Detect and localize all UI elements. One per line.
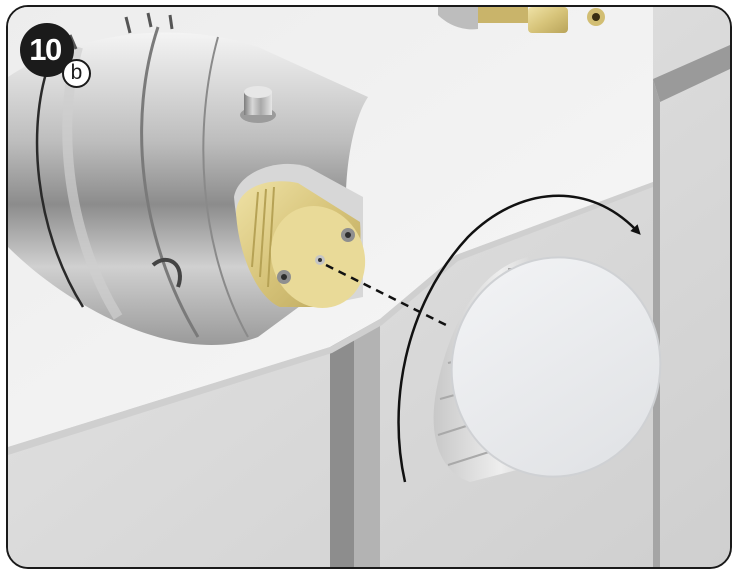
wall-gap-right-vertical [653, 79, 660, 567]
body-side-mark [151, 257, 182, 288]
body-pin-top [244, 86, 272, 98]
wall-gap-right [653, 45, 730, 102]
panel-edge [8, 182, 653, 455]
top-fitting-nut [528, 7, 568, 33]
knob-face-rim [450, 256, 662, 478]
top-fitting-chrome [438, 7, 478, 30]
wall-channel-light [354, 319, 380, 567]
illustration-frame: 10 b [6, 5, 732, 569]
rotation-arrow-icon [397, 194, 641, 483]
spindle-screw-left-inner [281, 274, 287, 280]
spindle-splines [251, 186, 275, 288]
top-fitting-stem [478, 7, 528, 23]
spindle-center-hole-inner [318, 258, 322, 262]
body-pin [244, 92, 272, 115]
spindle-screw-right-inner [345, 232, 351, 238]
top-fitting-hole-inner [592, 13, 600, 21]
step-sub-badge: b [62, 59, 91, 88]
valve-body-ring [35, 66, 85, 308]
valve-body-groove-2 [202, 36, 249, 338]
wall-channel [330, 332, 354, 567]
assembly-scene [8, 7, 730, 567]
knob-face [451, 257, 661, 477]
valve-body-groove [140, 26, 200, 338]
